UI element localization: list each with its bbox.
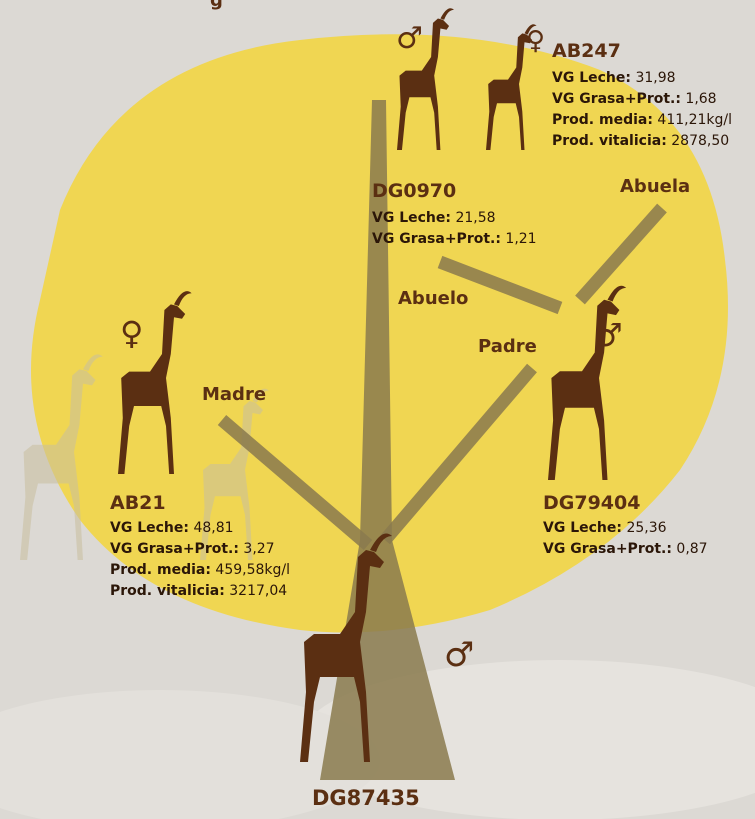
- label-padre: Padre: [478, 336, 537, 357]
- female-symbol-ab247: ♀: [526, 26, 545, 56]
- node-ab21-name: AB21: [110, 492, 166, 514]
- info-row: VG Grasa+Prot.: 1,21: [372, 229, 537, 250]
- node-ab247-name: AB247: [552, 40, 621, 62]
- node-dg0970-name: DG0970: [372, 180, 456, 202]
- label-abuelo: Abuelo: [398, 288, 468, 309]
- node-dg87435-name: DG87435: [312, 786, 420, 810]
- info-row: VG Leche: 31,98: [552, 68, 732, 89]
- info-row: Prod. media: 459,58kg/l: [110, 560, 290, 581]
- info-row: VG Grasa+Prot.: 1,68: [552, 89, 732, 110]
- info-row: Prod. media: 411,21kg/l: [552, 110, 732, 131]
- title-fragment: g: [210, 0, 223, 11]
- info-row: VG Grasa+Prot.: 0,87: [543, 539, 708, 560]
- node-ab247-info: VG Leche: 31,98 VG Grasa+Prot.: 1,68 Pro…: [552, 68, 732, 152]
- node-dg0970-info: VG Leche: 21,58 VG Grasa+Prot.: 1,21: [372, 208, 537, 250]
- label-madre: Madre: [202, 384, 266, 405]
- male-symbol-dg79404: ♂: [594, 320, 623, 350]
- info-row: Prod. vitalicia: 2878,50: [552, 131, 732, 152]
- node-dg79404-name: DG79404: [543, 492, 640, 514]
- label-abuela: Abuela: [620, 176, 690, 197]
- info-row: VG Leche: 25,36: [543, 518, 708, 539]
- male-symbol-dg87435: ♂: [444, 640, 474, 670]
- info-row: VG Grasa+Prot.: 3,27: [110, 539, 290, 560]
- info-row: Prod. vitalicia: 3217,04: [110, 581, 290, 602]
- info-row: VG Leche: 48,81: [110, 518, 290, 539]
- node-dg79404-info: VG Leche: 25,36 VG Grasa+Prot.: 0,87: [543, 518, 708, 560]
- info-row: VG Leche: 21,58: [372, 208, 537, 229]
- female-symbol-ab21: ♀: [120, 318, 143, 348]
- node-ab21-info: VG Leche: 48,81 VG Grasa+Prot.: 3,27 Pro…: [110, 518, 290, 602]
- male-symbol-dg0970: ♂: [396, 24, 423, 54]
